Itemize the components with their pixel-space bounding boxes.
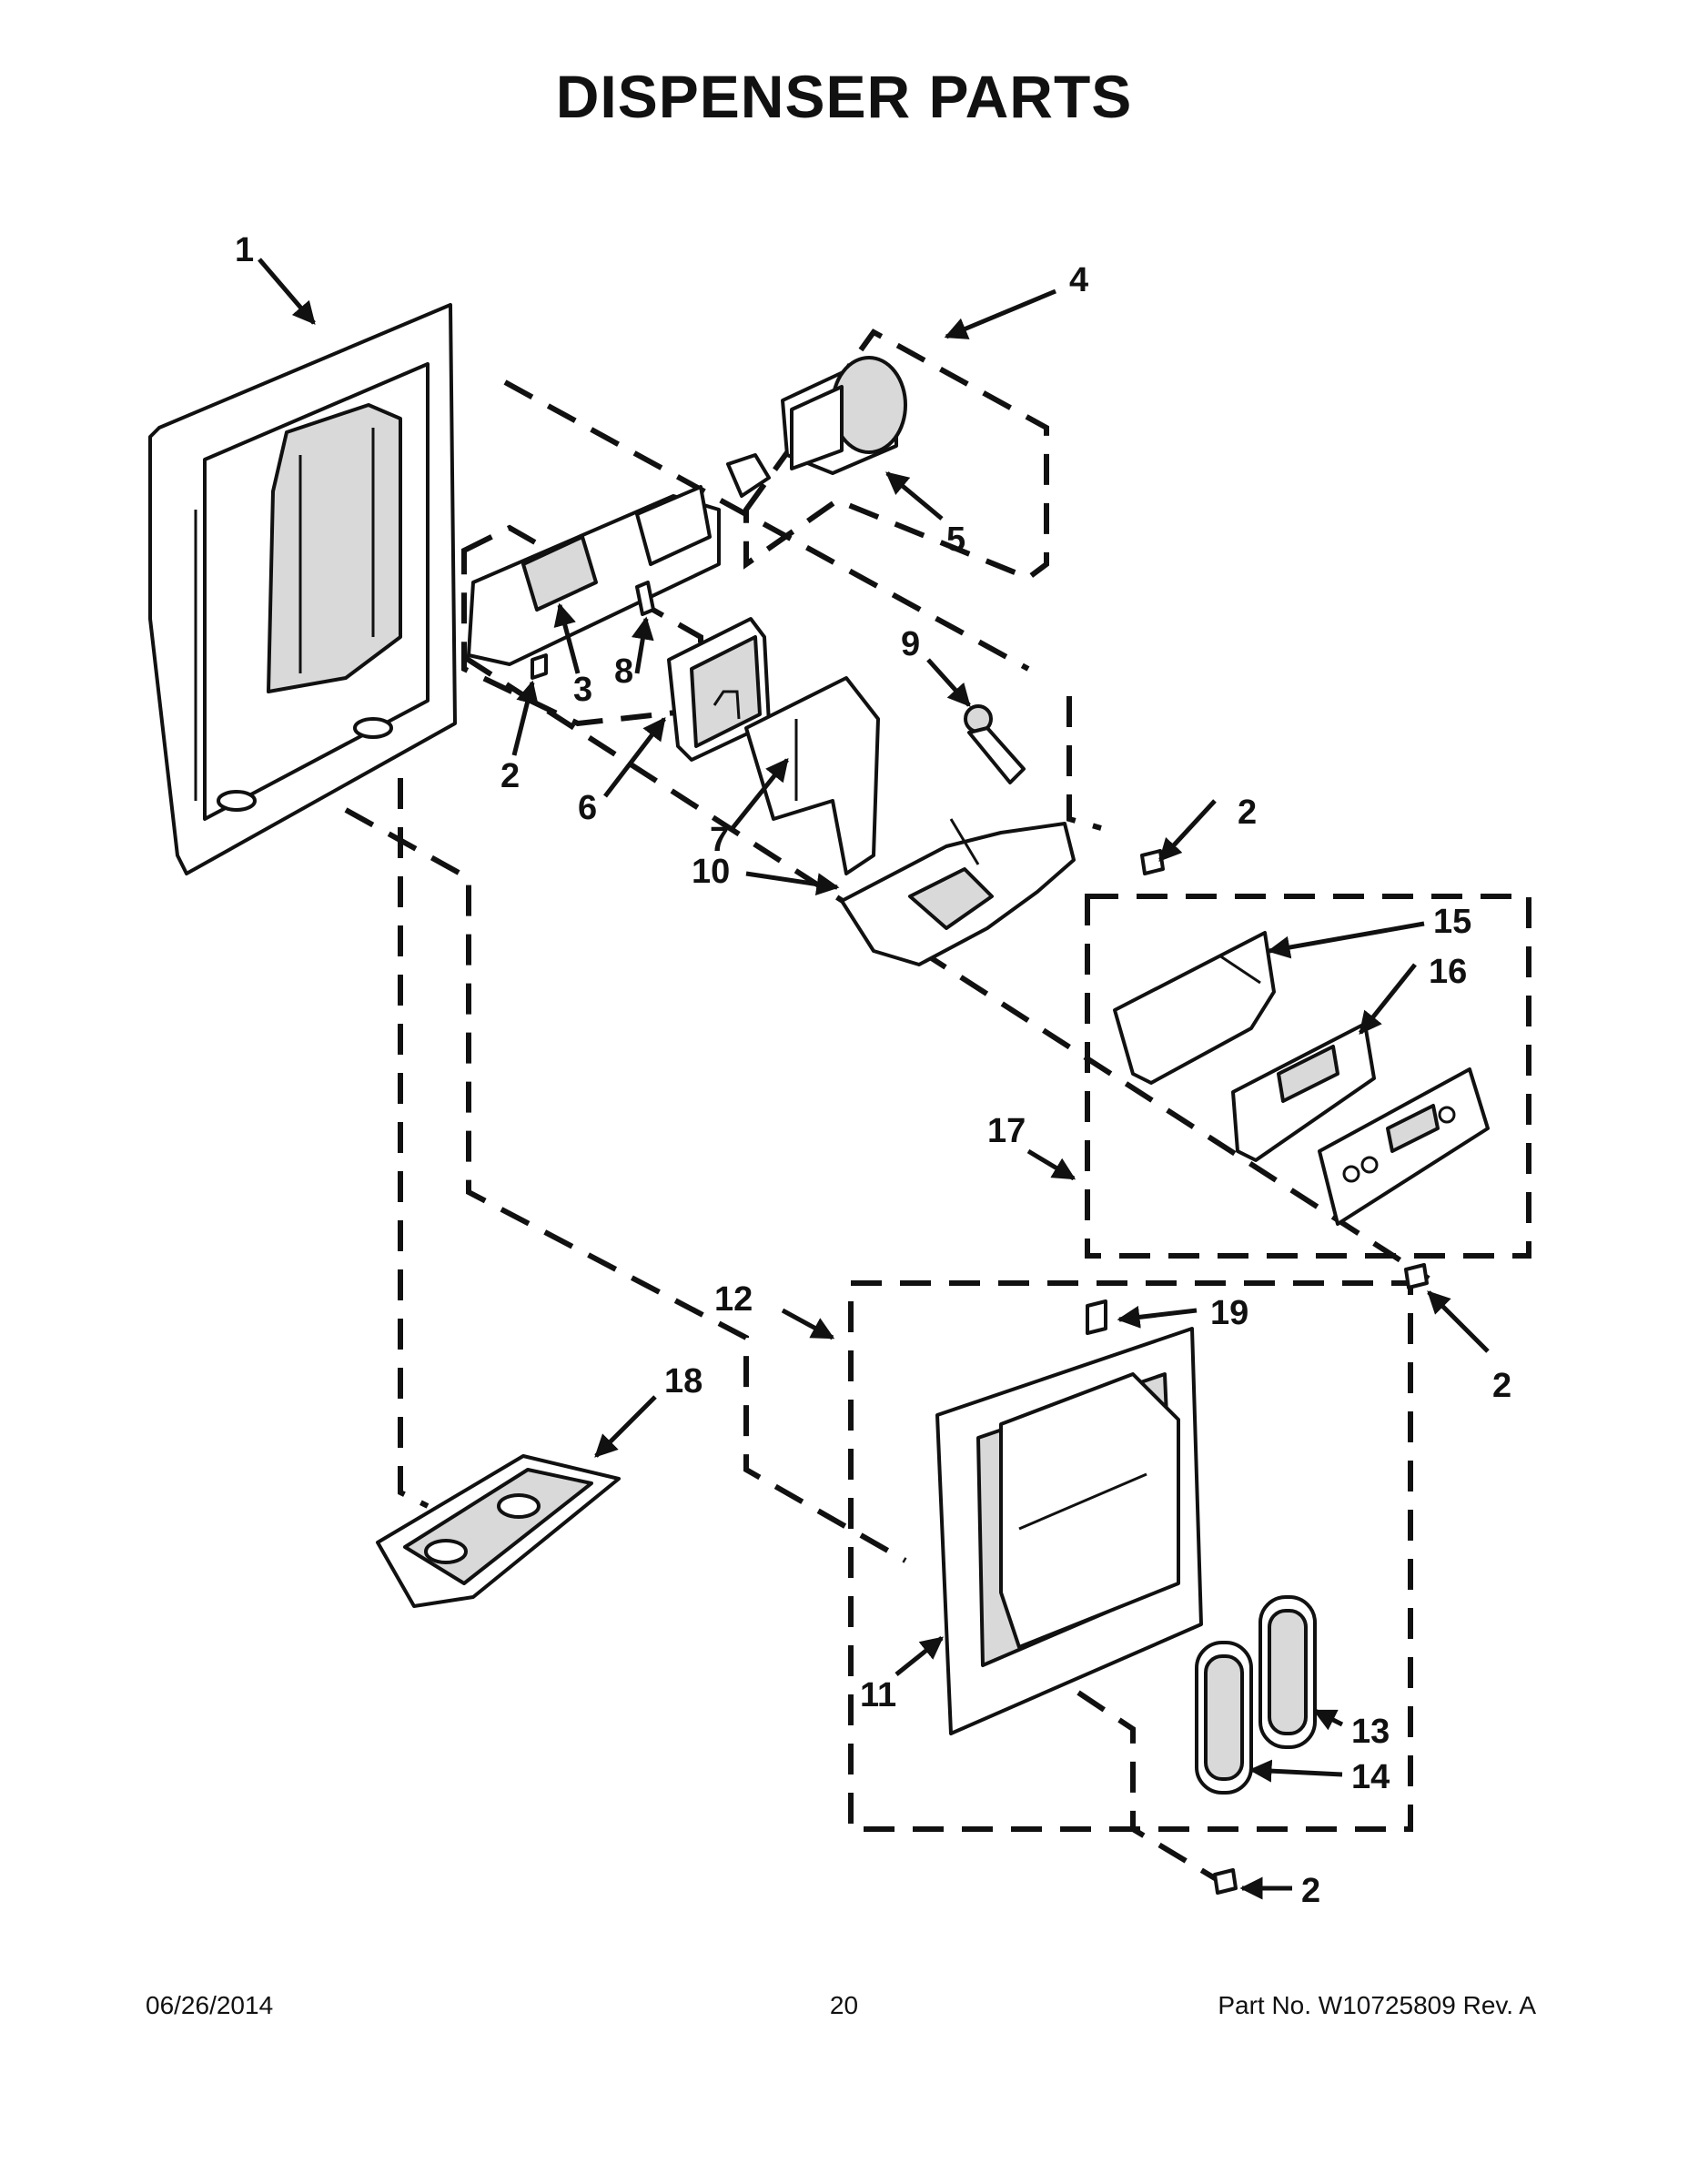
part-15-panel [1113, 931, 1276, 1085]
callout-5: 5 [946, 521, 965, 559]
callout-19: 19 [1210, 1294, 1248, 1332]
callout-10: 10 [692, 853, 730, 891]
callout-12: 12 [714, 1280, 753, 1319]
part-16-board [1231, 1022, 1376, 1162]
callout-2-board: 2 [1492, 1367, 1511, 1405]
callout-16: 16 [1429, 953, 1467, 991]
alignment-line-right-vertical [1066, 696, 1102, 831]
callout-11: 11 [860, 1676, 896, 1714]
part-13-paddle [1258, 1595, 1317, 1749]
part-14-paddle [1195, 1641, 1253, 1795]
footer-page-number: 20 [829, 1991, 859, 2019]
part-9-fitting [964, 704, 1026, 784]
callout-4: 4 [1069, 261, 1088, 299]
part-10-funnel [840, 818, 1076, 966]
callout-15: 15 [1433, 903, 1471, 941]
leader-lines [258, 258, 1490, 1900]
part-18-drip-tray [376, 1454, 621, 1608]
callout-1: 1 [235, 231, 254, 269]
callout-17: 17 [987, 1112, 1026, 1150]
part-11-housing-frame [935, 1327, 1203, 1735]
part-2-screw-upper-left [531, 653, 548, 680]
alignment-line-top [503, 379, 1030, 672]
page-title: DISPENSER PARTS [555, 63, 1133, 130]
callout-3: 3 [573, 671, 592, 709]
motor-group-boundary [743, 329, 1049, 581]
part-3-bracket [467, 485, 721, 666]
alignment-line-to-housing [344, 807, 907, 1563]
callout-9: 9 [901, 625, 920, 663]
callout-2-upper-left: 2 [500, 757, 520, 795]
footer-date: 06/26/2014 [146, 1991, 274, 2019]
callout-13: 13 [1351, 1713, 1390, 1751]
callout-8: 8 [614, 652, 633, 691]
part-6-door [667, 617, 771, 762]
callout-6: 6 [578, 789, 597, 827]
housing-group-boundary [848, 1280, 1413, 1832]
part-8-screw [635, 581, 655, 616]
part-1-housing [148, 303, 457, 875]
callout-18: 18 [664, 1362, 702, 1400]
callout-14: 14 [1351, 1758, 1390, 1796]
alignment-line-bottom-screw [1076, 1690, 1226, 1886]
control-board-group-boundary [1085, 894, 1531, 1259]
callout-7: 7 [710, 821, 729, 859]
part-19-switch [1086, 1299, 1107, 1335]
callout-2-right: 2 [1238, 794, 1257, 832]
callout-2-bottom: 2 [1301, 1872, 1320, 1910]
part-2-screw-right [1140, 849, 1165, 875]
part-2-screw-board [1404, 1263, 1429, 1289]
part-5-coupler [726, 453, 771, 498]
part-7-chute [744, 676, 880, 875]
footer-part-number: Part No. W10725809 Rev. A [1218, 1991, 1536, 2019]
part-17-board [1318, 1067, 1490, 1226]
part-2-screw-bottom [1213, 1868, 1238, 1895]
callouts: 1 4 5 2 3 8 6 7 9 10 2 15 16 17 2 12 19 … [235, 231, 1511, 1910]
chute-group-boundary [461, 524, 703, 727]
alignment-line-left-vertical [398, 778, 430, 1509]
part-4-motor [781, 356, 907, 475]
